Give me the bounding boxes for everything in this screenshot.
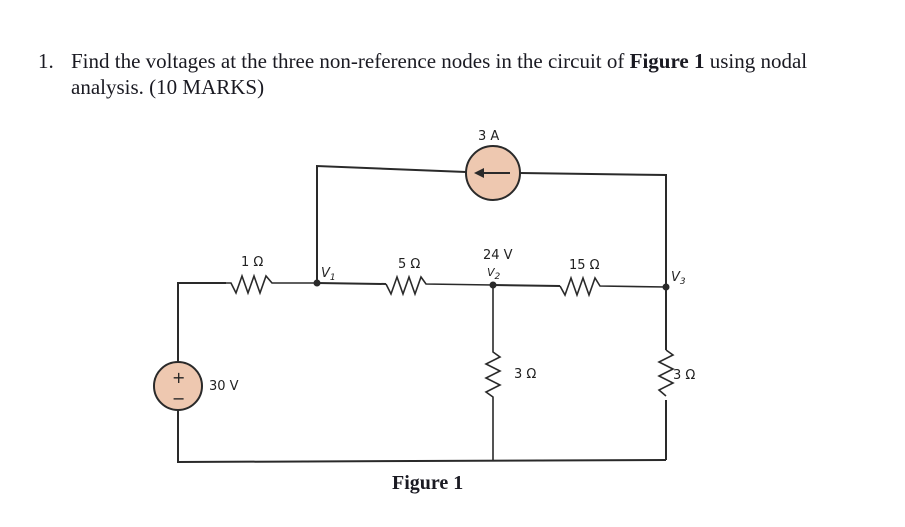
- voltage-source-body: [153, 361, 203, 411]
- current-source-label: 3 A: [478, 129, 499, 144]
- resistor-3-ohm-right-label: 3 Ω: [673, 368, 695, 383]
- resistor-3-ohm-right: 3 Ω: [655, 349, 695, 400]
- resistor-15-ohm: 15 Ω: [559, 258, 667, 298]
- wire-v2-r15: [492, 284, 561, 287]
- resistor-5-ohm: 5 Ω: [385, 257, 494, 297]
- resistor-5-ohm-label: 5 Ω: [398, 257, 420, 272]
- question-number: 1.: [38, 49, 54, 73]
- wire-left-top: [177, 282, 226, 363]
- figure-reference: Figure 1: [629, 49, 705, 73]
- node-v1-label: V1: [321, 266, 336, 283]
- wire-left-bottom: [177, 408, 667, 464]
- question-text-after: using nodal analysis. (10 MARKS): [71, 49, 808, 99]
- minus-sign: −: [172, 389, 185, 408]
- resistor-3-ohm-middle-label: 3 Ω: [514, 367, 536, 382]
- node-v3-dot: [662, 283, 670, 291]
- wire-v1-r5: [316, 282, 387, 285]
- figure-caption: Figure 1: [392, 472, 464, 494]
- resistor-1-ohm: 1 Ω: [226, 255, 317, 296]
- node-v2-value: 24 V: [483, 248, 513, 263]
- wire-top-left: [316, 164, 467, 283]
- resistor-1-ohm-label: 1 Ω: [241, 255, 263, 270]
- voltage-source-label: 30 V: [209, 379, 239, 394]
- voltage-source: + − 30 V: [153, 361, 239, 411]
- question-text: Find the voltages at the three non-refer…: [71, 48, 881, 100]
- node-v3-label: V3: [671, 270, 686, 287]
- arrow-left-icon: [474, 168, 510, 178]
- plus-sign: +: [172, 368, 185, 387]
- resistor-15-ohm-label: 15 Ω: [569, 258, 600, 273]
- question-text-before: Find the voltages at the three non-refer…: [71, 49, 630, 73]
- node-v2-label: V2: [487, 266, 501, 282]
- wire-top-right: [519, 172, 667, 460]
- resistor-3-ohm-middle: 3 Ω: [484, 285, 536, 460]
- current-source: 3 A: [465, 129, 521, 201]
